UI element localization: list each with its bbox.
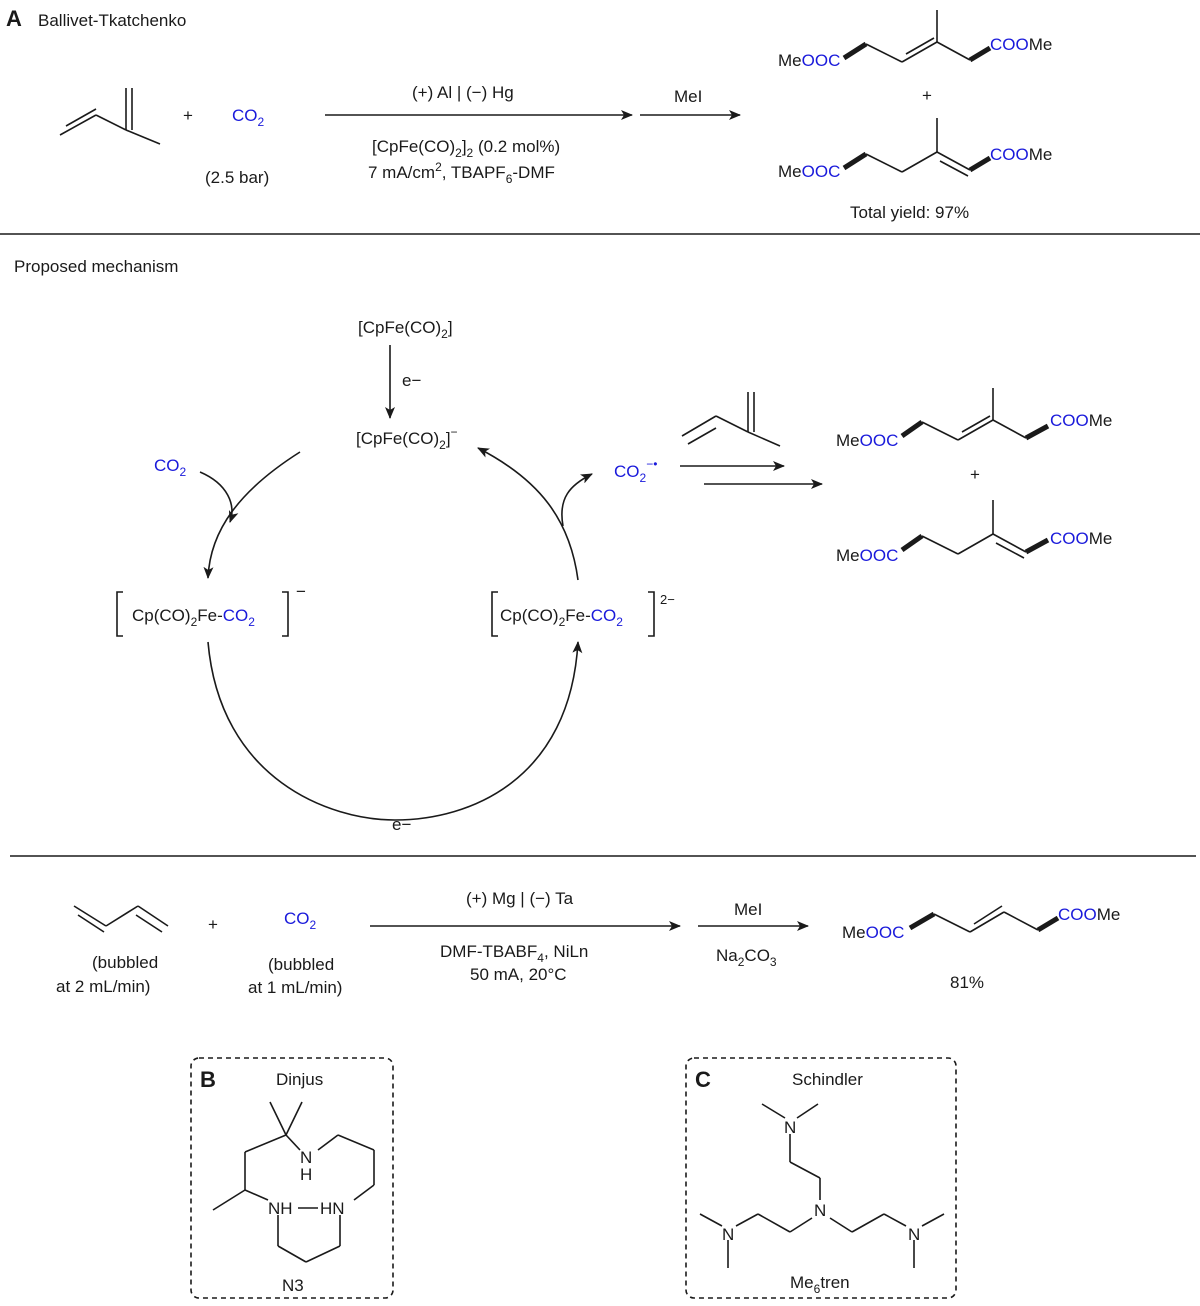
svg-text:MeOOC: MeOOC	[778, 162, 840, 181]
svg-text:Cp(CO)2Fe-CO2: Cp(CO)2Fe-CO2	[500, 606, 623, 629]
mechanism-product-plus: +	[970, 465, 980, 484]
fe-anion: [CpFe(CO)2]−	[356, 425, 458, 452]
box-c-n-left: N	[722, 1225, 734, 1244]
isoprene-structure	[59, 88, 161, 145]
svg-text:Cp(CO)2Fe-CO2: Cp(CO)2Fe-CO2	[132, 606, 255, 629]
svg-text:2−: 2−	[660, 592, 675, 607]
me6tren-structure	[699, 1103, 945, 1268]
box-c-frame	[685, 1057, 957, 1299]
fe-dimer: [CpFe(CO)2]	[358, 318, 453, 341]
svg-text:MeOOC: MeOOC	[836, 431, 898, 450]
complex-2: Cp(CO)2Fe-CO2 2−	[491, 591, 675, 637]
yield-b: 81%	[950, 973, 984, 992]
box-b-author: Dinjus	[276, 1070, 323, 1089]
na2co3-reagent: Na2CO3	[716, 946, 777, 969]
mechanism-product-2: MeOOC COOMe	[836, 500, 1112, 565]
box-b-nh-left: NH	[268, 1199, 293, 1218]
cycle-arc-right	[477, 447, 579, 581]
svg-text:COOMe: COOMe	[1058, 905, 1120, 924]
radical-release-arrow	[561, 473, 593, 527]
diester-product-2: MeOOC COOMe	[778, 118, 1052, 181]
n3-macrocycle	[212, 1101, 375, 1263]
co2-rate-1: (bubbled	[268, 955, 334, 974]
isoprene-structure-2	[681, 392, 781, 447]
co2-radical-anion: CO2−•	[614, 457, 657, 485]
cycle-arc-bottom	[207, 641, 583, 821]
electron-top: e−	[402, 371, 421, 390]
mechanism-title: Proposed mechanism	[14, 257, 178, 276]
section-a-author: Ballivet-Tkatchenko	[38, 11, 186, 30]
box-b-hn-right: HN	[320, 1199, 345, 1218]
box-c-author: Schindler	[792, 1070, 863, 1089]
complex-1: Cp(CO)2Fe-CO2 −	[116, 582, 306, 637]
co2-reagent-b: CO2	[284, 909, 317, 932]
catalyst-conditions: [CpFe(CO)2]2 (0.2 mol%)	[372, 137, 560, 160]
box-b-frame	[190, 1057, 394, 1299]
box-b-letter: B	[200, 1067, 216, 1092]
svg-text:−: −	[296, 582, 306, 601]
electrode-conditions: (+) Al | (−) Hg	[412, 83, 514, 102]
diester-product-1: MeOOC COOMe	[778, 10, 1052, 70]
box-c-letter: C	[695, 1067, 711, 1092]
co2-input: CO2	[154, 456, 187, 479]
plus-sign-b: +	[208, 915, 218, 934]
electrolyte-conditions-b: DMF-TBABF4, NiLn	[440, 942, 588, 965]
box-b-label: N3	[282, 1276, 304, 1295]
mechanism-product-1: MeOOC COOMe	[836, 388, 1112, 450]
co2-rate-2: at 1 mL/min)	[248, 978, 342, 997]
product-plus: +	[922, 86, 932, 105]
current-conditions-b: 50 mA, 20°C	[470, 965, 567, 984]
svg-text:COOMe: COOMe	[990, 145, 1052, 164]
box-c-n-center: N	[814, 1201, 826, 1220]
svg-text:COOMe: COOMe	[1050, 529, 1112, 548]
total-yield: Total yield: 97%	[850, 203, 969, 222]
box-c-n-right: N	[908, 1225, 920, 1244]
current-conditions: 7 mA/cm2, TBAPF6-DMF	[368, 160, 555, 186]
svg-text:MeOOC: MeOOC	[836, 546, 898, 565]
section-a-letter: A	[6, 6, 22, 31]
co2-pressure: (2.5 bar)	[205, 168, 269, 187]
plus-sign: +	[183, 106, 193, 125]
svg-text:MeOOC: MeOOC	[842, 923, 904, 942]
box-c-label: Me6tren	[790, 1273, 850, 1296]
co2-entry-arrow	[199, 471, 239, 523]
cycle-arc-left	[203, 451, 301, 579]
svg-text:COOMe: COOMe	[1050, 411, 1112, 430]
hexenedioate-product: MeOOC COOMe	[842, 905, 1120, 942]
electron-bottom: e−	[392, 815, 411, 834]
electrode-conditions-b: (+) Mg | (−) Ta	[466, 889, 574, 908]
box-c-n-top: N	[784, 1118, 796, 1137]
box-b-n: N	[300, 1148, 312, 1167]
butadiene-rate-1: (bubbled	[92, 953, 158, 972]
butadiene-rate-2: at 2 mL/min)	[56, 977, 150, 996]
mei-reagent: MeI	[674, 87, 702, 106]
svg-text:COOMe: COOMe	[990, 35, 1052, 54]
co2-reagent: CO2	[232, 106, 265, 129]
mei-reagent-b: MeI	[734, 900, 762, 919]
butadiene-structure	[73, 905, 169, 933]
box-b-h: H	[300, 1165, 312, 1184]
svg-text:MeOOC: MeOOC	[778, 51, 840, 70]
